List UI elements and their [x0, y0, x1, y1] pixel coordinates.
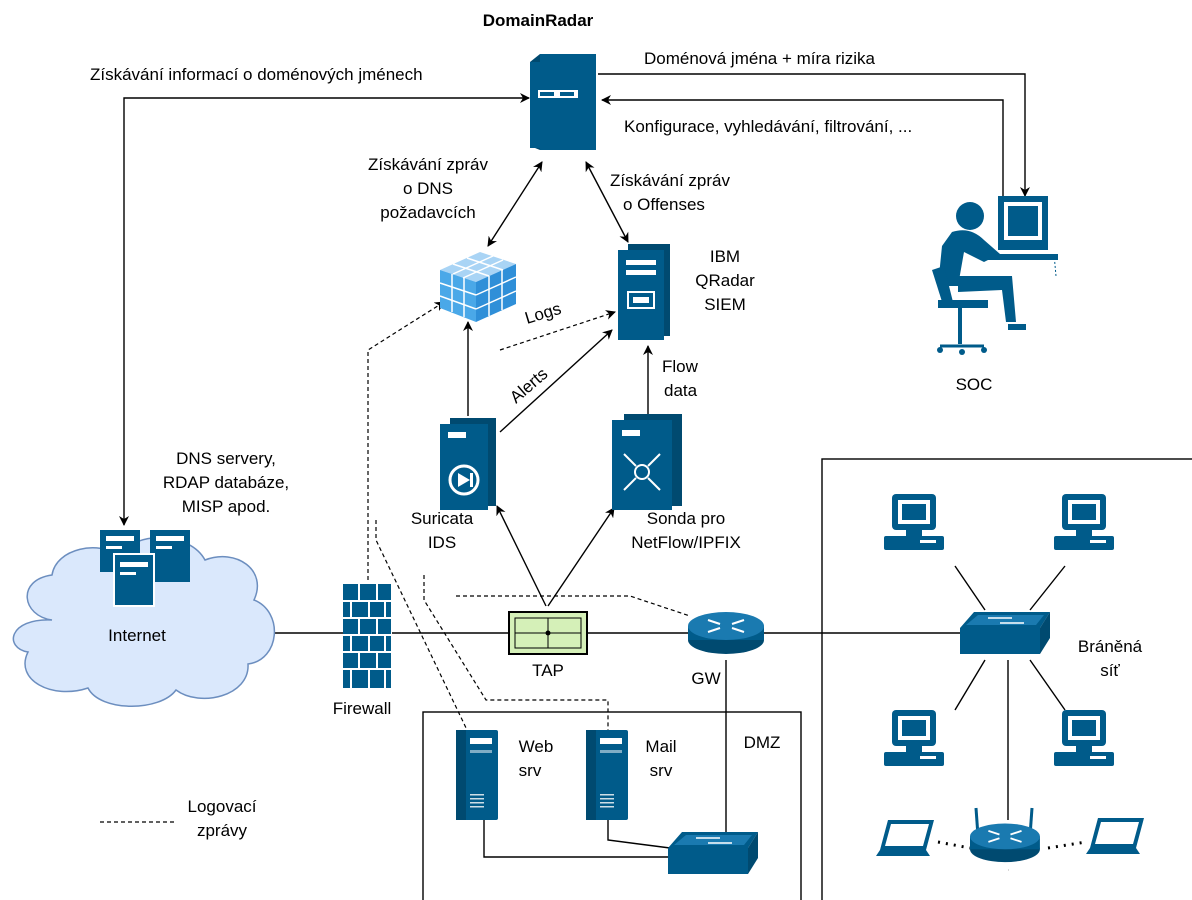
- netflow-probe-server-icon[interactable]: [612, 414, 682, 510]
- internet-servers-icon: [100, 530, 190, 607]
- wifi-router-icon: [969, 807, 1041, 864]
- firewall-icon[interactable]: [343, 584, 391, 688]
- label-dns-servers-1: DNS servery,: [176, 449, 276, 468]
- tap-device[interactable]: [508, 611, 588, 655]
- label-protected-1: Bráněná: [1078, 637, 1143, 656]
- label-offenses-1: Získávání zpráv: [610, 171, 730, 190]
- laptop-icon: [876, 820, 934, 856]
- web-server-icon[interactable]: [456, 730, 498, 820]
- label-dns-servers-3: MISP apod.: [182, 497, 271, 516]
- label-suricata-2: IDS: [428, 533, 456, 552]
- label-config: Konfigurace, vyhledávání, filtrování, ..…: [624, 117, 912, 136]
- label-dns-msgs-3: požadavcích: [380, 203, 475, 222]
- laptop-icon: [1086, 818, 1144, 854]
- label-gw: GW: [691, 669, 720, 688]
- label-protected-2: síť: [1100, 661, 1120, 680]
- protected-network-switch-icon[interactable]: [959, 611, 1051, 655]
- label-internet: Internet: [108, 626, 166, 645]
- label-flow-2: data: [664, 381, 698, 400]
- dmz-zone: [422, 711, 802, 900]
- label-tap: TAP: [532, 661, 564, 680]
- label-dns-servers-2: RDAP databáze,: [163, 473, 289, 492]
- label-dns-msgs-1: Získávání zpráv: [368, 155, 488, 174]
- dmz-switch-icon[interactable]: [667, 831, 759, 875]
- label-qradar-3: SIEM: [704, 295, 746, 314]
- suricata-ids-server-icon[interactable]: [440, 418, 496, 510]
- label-suricata-1: Suricata: [411, 509, 474, 528]
- label-logs: Logs: [523, 299, 564, 328]
- mail-server-icon[interactable]: [586, 730, 628, 820]
- legend-label-2: zprávy: [197, 821, 248, 840]
- desktop-pc-icon: [884, 710, 944, 766]
- label-sonda-2: NetFlow/IPFIX: [631, 533, 741, 552]
- desktop-pc-icon: [1054, 710, 1114, 766]
- label-mail-1: Mail: [645, 737, 676, 756]
- label-flow-1: Flow: [662, 357, 699, 376]
- log-lines: [100, 301, 1087, 850]
- soc-operator-icon: [932, 196, 1058, 355]
- label-sonda-1: Sonda pro: [647, 509, 725, 528]
- label-domains-risk: Doménová jména + míra rizika: [644, 49, 876, 68]
- label-firewall: Firewall: [333, 699, 392, 718]
- protected-network-zone: [821, 458, 1192, 900]
- label-soc: SOC: [956, 375, 993, 394]
- connection-lines: [119, 73, 1066, 858]
- legend-label-1: Logovací: [188, 797, 257, 816]
- label-alerts: Alerts: [506, 364, 551, 407]
- gateway-router-icon[interactable]: [687, 611, 765, 655]
- desktop-pc-icon: [1054, 494, 1114, 550]
- label-offenses-2: o Offenses: [623, 195, 705, 214]
- dns-data-cube-icon: [439, 252, 517, 322]
- label-domain-info: Získávání informací o doménových jménech: [90, 65, 423, 84]
- label-web-2: srv: [519, 761, 542, 780]
- qradar-siem-server-icon[interactable]: [618, 244, 670, 340]
- label-dmz: DMZ: [744, 733, 781, 752]
- label-web-1: Web: [519, 737, 554, 756]
- label-dns-msgs-2: o DNS: [403, 179, 453, 198]
- label-qradar-2: QRadar: [695, 271, 755, 290]
- desktop-pc-icon: [884, 494, 944, 550]
- diagram-title: DomainRadar: [483, 11, 594, 30]
- label-qradar-1: IBM: [710, 247, 740, 266]
- domainradar-server-icon[interactable]: [530, 54, 596, 150]
- label-mail-2: srv: [650, 761, 673, 780]
- internet-cloud: [12, 536, 276, 707]
